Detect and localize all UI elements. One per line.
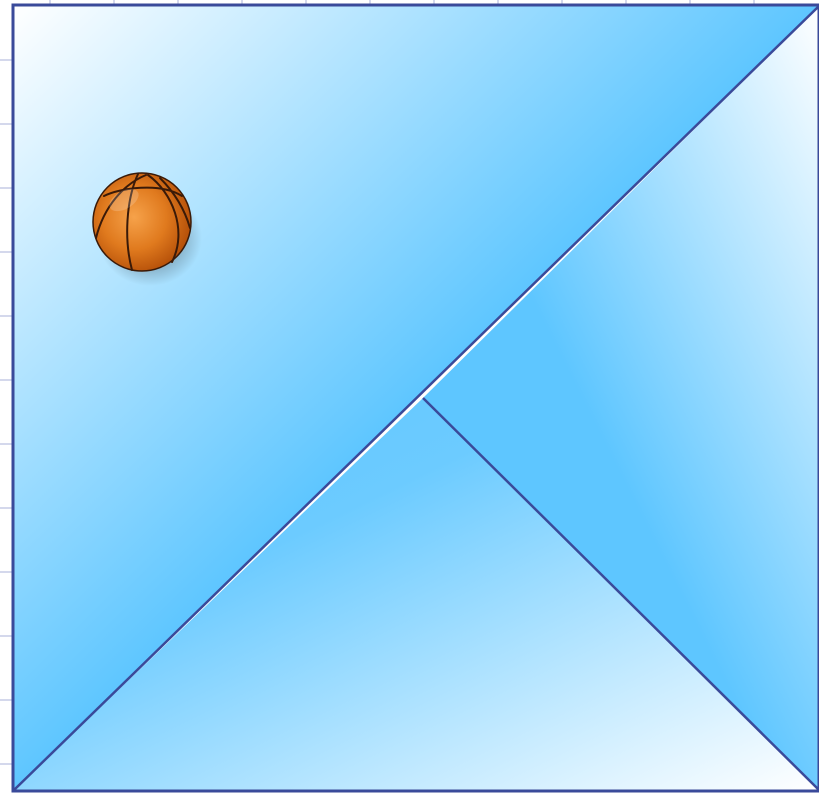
tangram-figure: [0, 0, 819, 793]
diagram-canvas: [0, 0, 819, 793]
